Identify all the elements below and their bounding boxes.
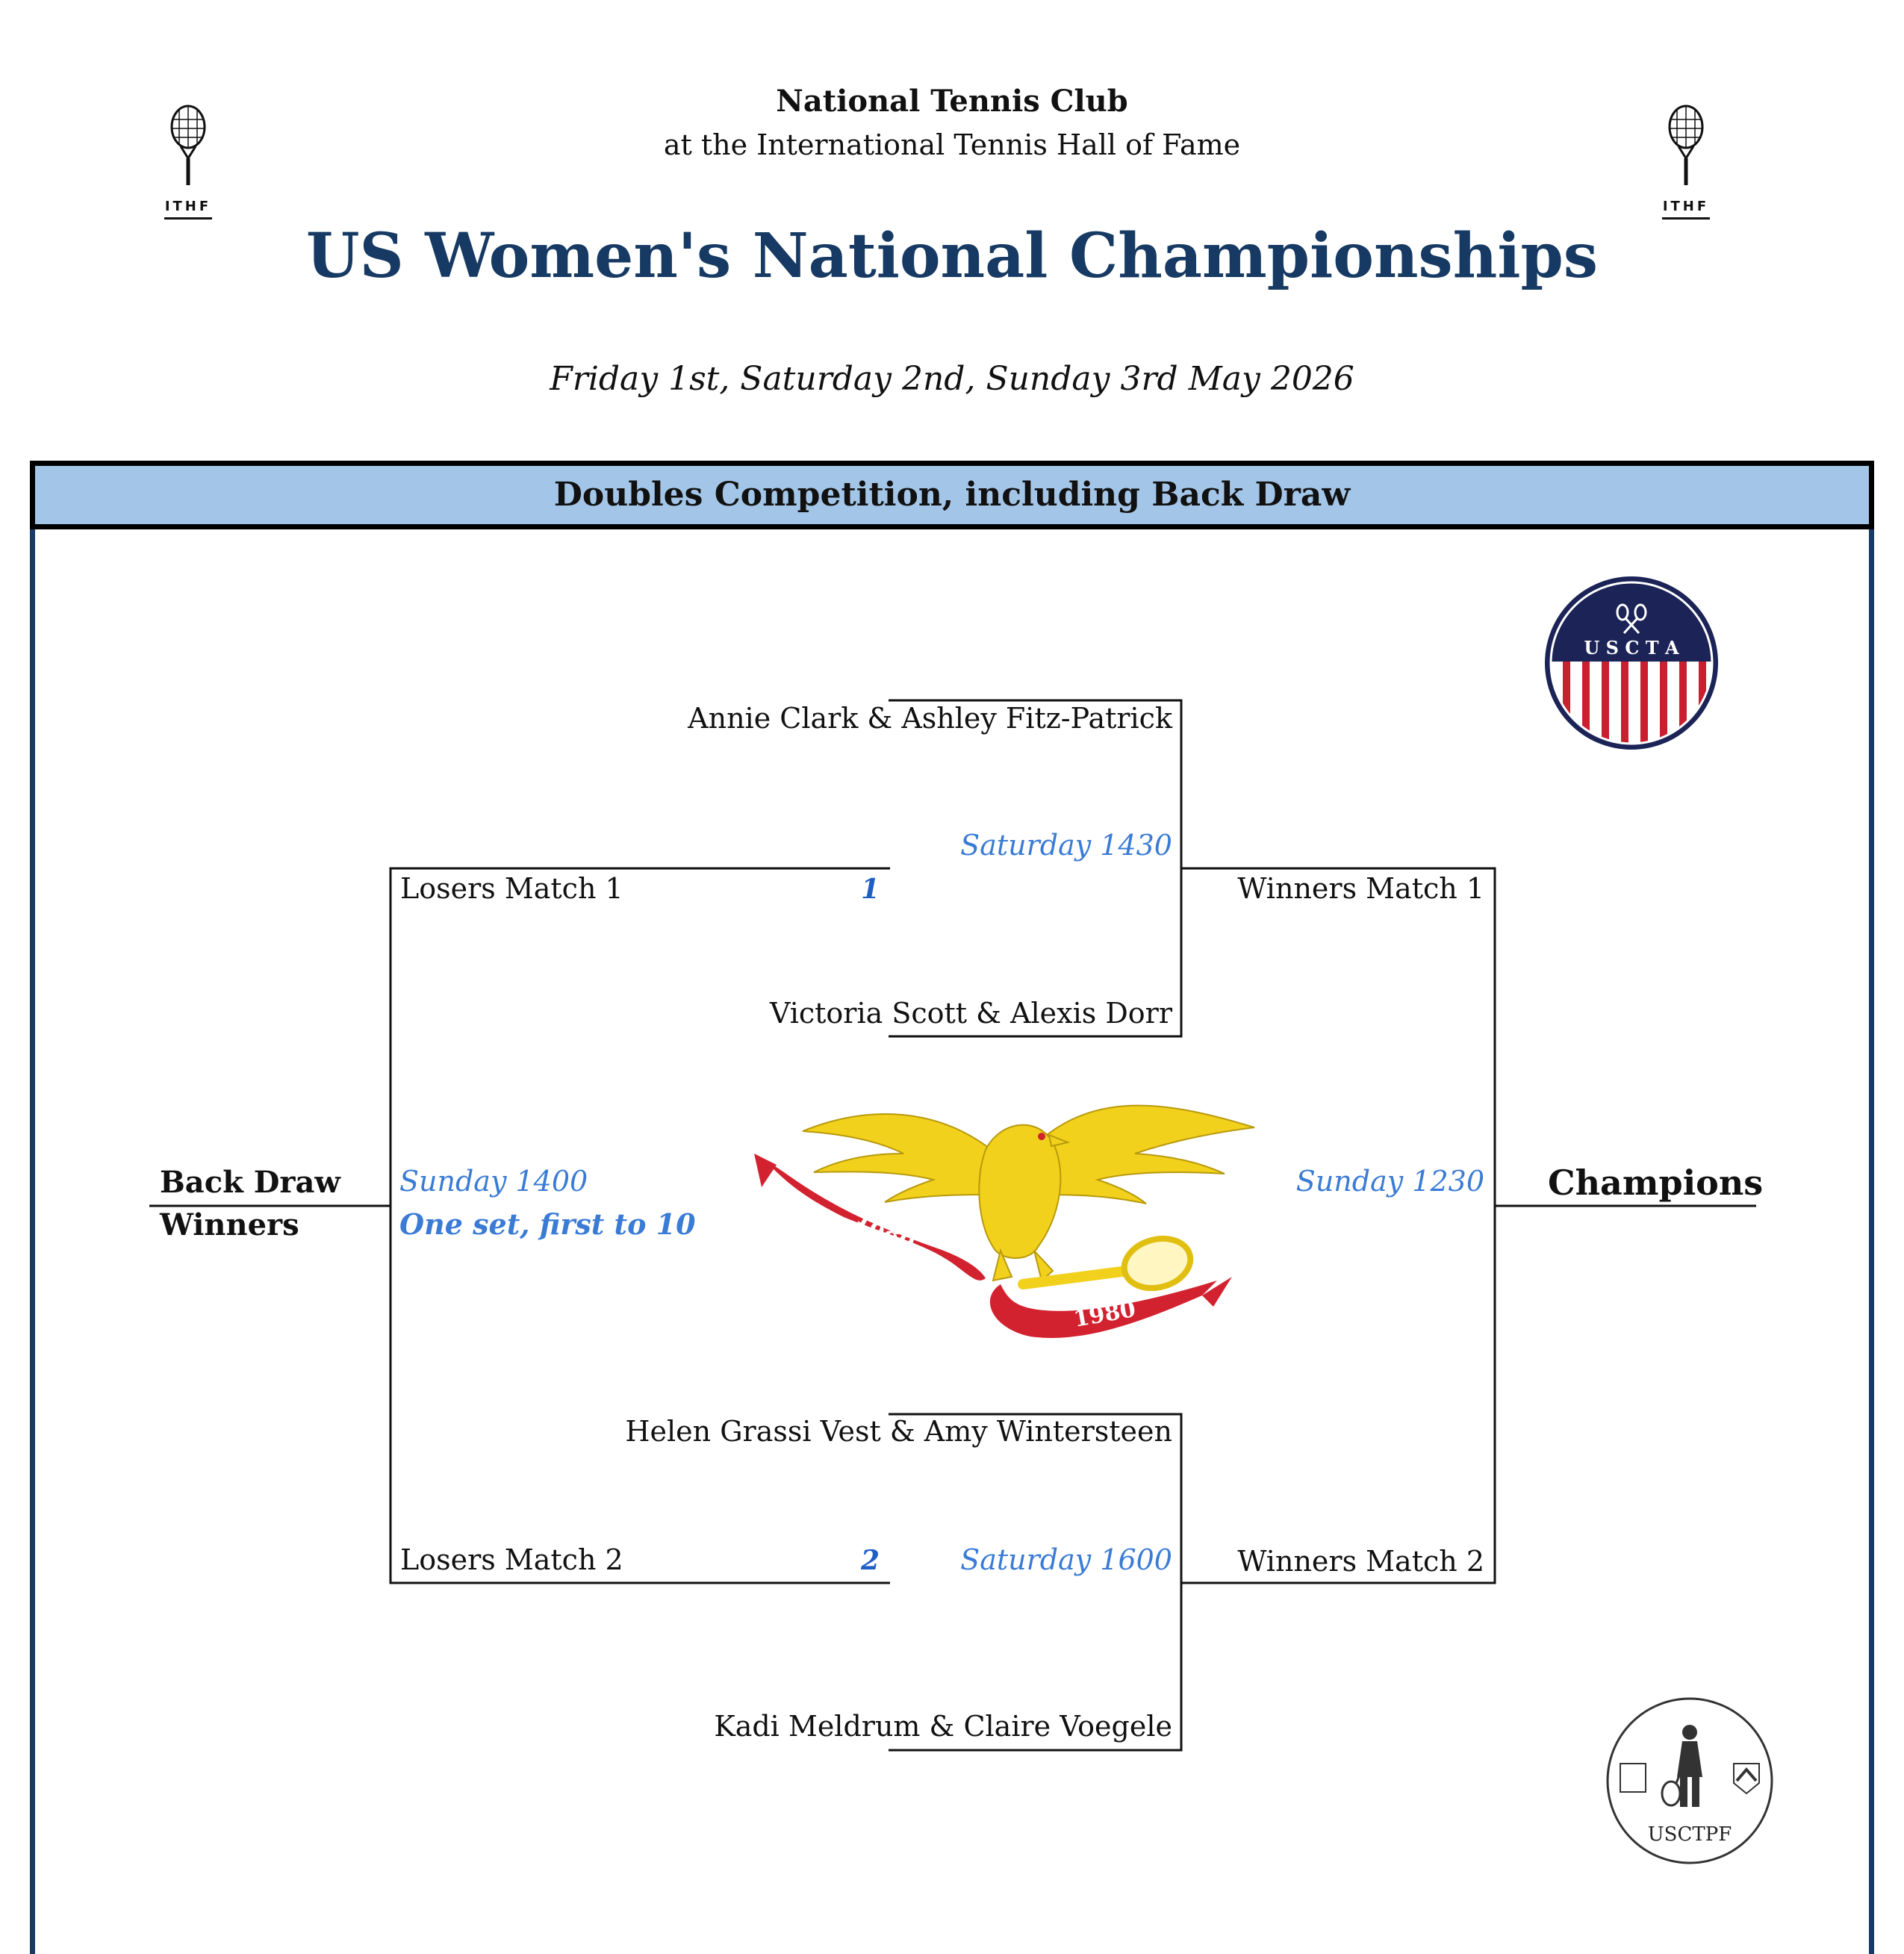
ithf-caption-right: ITHF	[1662, 199, 1710, 214]
pair-4: Kadi Meldrum & Claire Voegele	[714, 1710, 1172, 1743]
usctpf-seal: USCTPF	[1604, 1695, 1776, 1867]
ithf-logo-right: ITHF	[1656, 97, 1716, 220]
shield-icon	[1620, 1763, 1646, 1793]
back-draw-rule: One set, first to 10	[399, 1207, 696, 1241]
crossed-rackets-icon	[1616, 603, 1647, 635]
competition-frame	[30, 461, 1874, 1954]
tennis-racket-icon	[170, 105, 206, 185]
shield-icon	[1733, 1763, 1760, 1795]
event-dates: Friday 1st, Saturday 2nd, Sunday 3rd May…	[550, 360, 1354, 398]
tennis-racket-icon	[1018, 1235, 1194, 1292]
venue-subtitle: at the International Tennis Hall of Fame	[663, 128, 1241, 161]
pair-3: Helen Grassi Vest & Amy Wintersteen	[625, 1415, 1172, 1448]
bracket-lines	[149, 699, 1756, 1752]
ithf-caption-left: ITHF	[164, 199, 212, 214]
uscta-text: U S C T A	[1584, 637, 1679, 659]
club-name: National Tennis Club	[776, 84, 1128, 119]
ithf-logo-left: ITHF	[158, 97, 218, 220]
losers-match-2: Losers Match 2	[400, 1543, 623, 1576]
tennis-racket-icon	[1668, 105, 1704, 185]
semi-2-time: Saturday 1600	[960, 1543, 1172, 1576]
uscta-logo: U S C T A	[1542, 573, 1721, 753]
winners-match-2: Winners Match 2	[1237, 1545, 1484, 1578]
semi-1-time: Saturday 1430	[960, 829, 1172, 862]
usctpf-text: USCTPF	[1648, 1823, 1732, 1846]
final-time: Sunday 1230	[1295, 1165, 1484, 1198]
tennis-player-figure-icon	[1661, 1725, 1702, 1807]
back-draw-label: Back Draw	[160, 1165, 340, 1200]
match-2-number: 2	[860, 1545, 880, 1576]
pair-2: Victoria Scott & Alexis Dorr	[769, 997, 1172, 1030]
section-banner: Doubles Competition, including Back Draw	[30, 461, 1874, 529]
back-draw-time: Sunday 1400	[399, 1165, 588, 1198]
losers-match-1: Losers Match 1	[400, 872, 623, 905]
page-title: US Women's National Championships	[305, 220, 1598, 292]
champions-label: Champions	[1548, 1163, 1764, 1203]
winners-match-1: Winners Match 1	[1237, 872, 1484, 905]
pair-1: Annie Clark & Ashley Fitz-Patrick	[688, 702, 1172, 735]
back-draw-winners-label: Winners	[160, 1207, 299, 1242]
eagle-emblem: 1880 1980	[754, 1075, 1269, 1351]
match-1-number: 1	[860, 874, 880, 905]
